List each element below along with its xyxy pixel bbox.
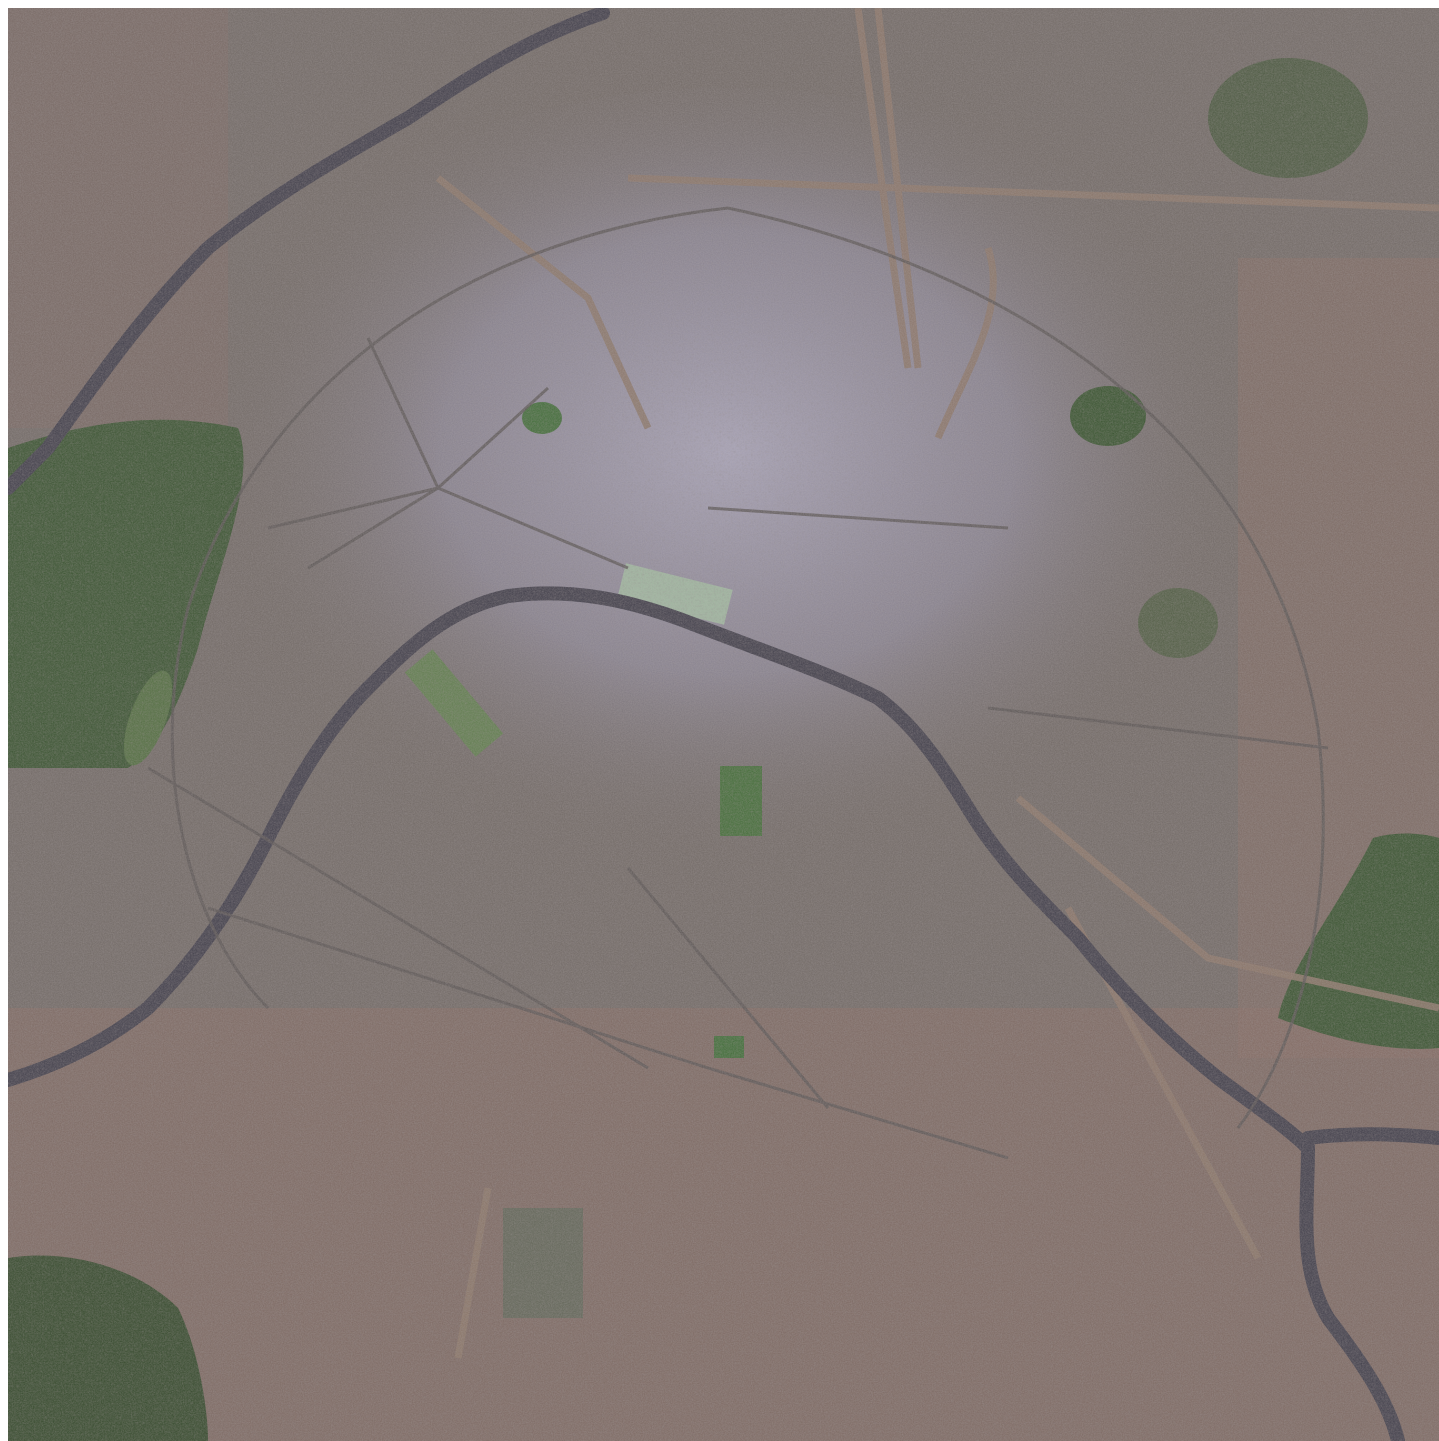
satellite-image: [8, 8, 1439, 1441]
texture-fine: [8, 8, 1439, 1441]
